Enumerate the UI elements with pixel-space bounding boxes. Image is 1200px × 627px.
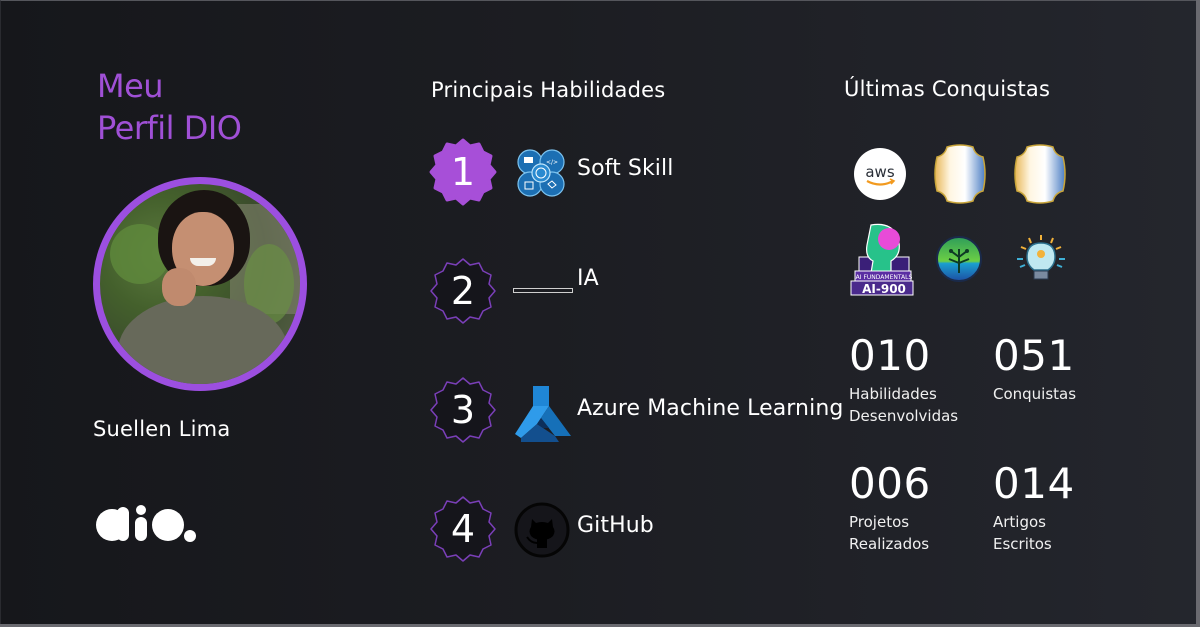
stat-value: 010: [849, 331, 931, 380]
rank-badge-outline-icon: [430, 258, 496, 324]
rank-badge-outline-icon: [430, 377, 496, 443]
stat-skills: 010 Habilidades Desenvolvidas: [849, 333, 958, 427]
skill-label: Azure Machine Learning: [577, 396, 844, 421]
stat-projects: 006 Projetos Realizados: [849, 461, 931, 555]
azure-ml-icon: [515, 386, 571, 442]
rank-number: 1: [450, 150, 476, 194]
svg-text:AI FUNDAMENTALS: AI FUNDAMENTALS: [856, 274, 913, 281]
stat-label: Conquistas: [993, 385, 1077, 403]
skill-item: 3 Azure Machine Learning: [429, 376, 889, 446]
rank-badge-filled-icon: [429, 138, 497, 206]
skill-item: 4 GitHub: [429, 495, 889, 565]
broken-image-icon: [513, 288, 573, 293]
stat-value: 006: [849, 459, 931, 508]
stat-label: Habilidades Desenvolvidas: [849, 385, 959, 425]
svg-text:AI-900: AI-900: [862, 282, 906, 296]
rank-number: 4: [450, 507, 476, 551]
skill-label: IA: [577, 266, 599, 291]
page-title: Meu Perfil DIO: [97, 65, 242, 149]
rank-number: 2: [450, 269, 476, 313]
stat-value: 051: [993, 331, 1075, 380]
stat-achievements: 051 Conquistas: [993, 333, 1076, 405]
stat-value: 014: [993, 459, 1075, 508]
neural-tree-badge-icon: [936, 236, 982, 282]
avatar: [93, 177, 307, 391]
skill-label: Soft Skill: [577, 156, 674, 181]
user-name: Suellen Lima: [93, 417, 231, 441]
rank-badge-outline-icon: [430, 496, 496, 562]
soft-skill-icon: </>: [517, 149, 565, 197]
stat-label: Projetos Realizados: [849, 513, 930, 553]
skill-label: GitHub: [577, 513, 654, 538]
svg-text:aws: aws: [865, 163, 894, 181]
lightbulb-badge-icon: [1017, 235, 1065, 280]
achievements-title: Últimas Conquistas: [844, 77, 1051, 101]
aws-badge-icon: aws: [854, 148, 906, 200]
dio-logo-icon: [96, 505, 196, 542]
rank-number: 3: [450, 388, 476, 432]
stat-articles: 014 Artigos Escritos: [993, 461, 1075, 555]
achievements-grid: aws AI FUNDAMENTA: [849, 143, 1069, 303]
skills-title: Principais Habilidades: [431, 78, 666, 102]
title-line-2: Perfil DIO: [97, 109, 242, 147]
stat-label: Artigos Escritos: [993, 513, 1052, 553]
github-icon: [514, 502, 570, 558]
ai-900-badge-icon: AI FUNDAMENTALS AI-900: [850, 223, 914, 296]
blank-badge-icon: [1014, 144, 1066, 204]
skill-item: 1 </> Soft Skill: [429, 138, 889, 208]
title-line-1: Meu: [97, 67, 164, 105]
skill-item: 2 IA: [429, 257, 889, 327]
blank-badge-icon: [934, 144, 986, 204]
svg-text:</>: </>: [546, 159, 558, 166]
